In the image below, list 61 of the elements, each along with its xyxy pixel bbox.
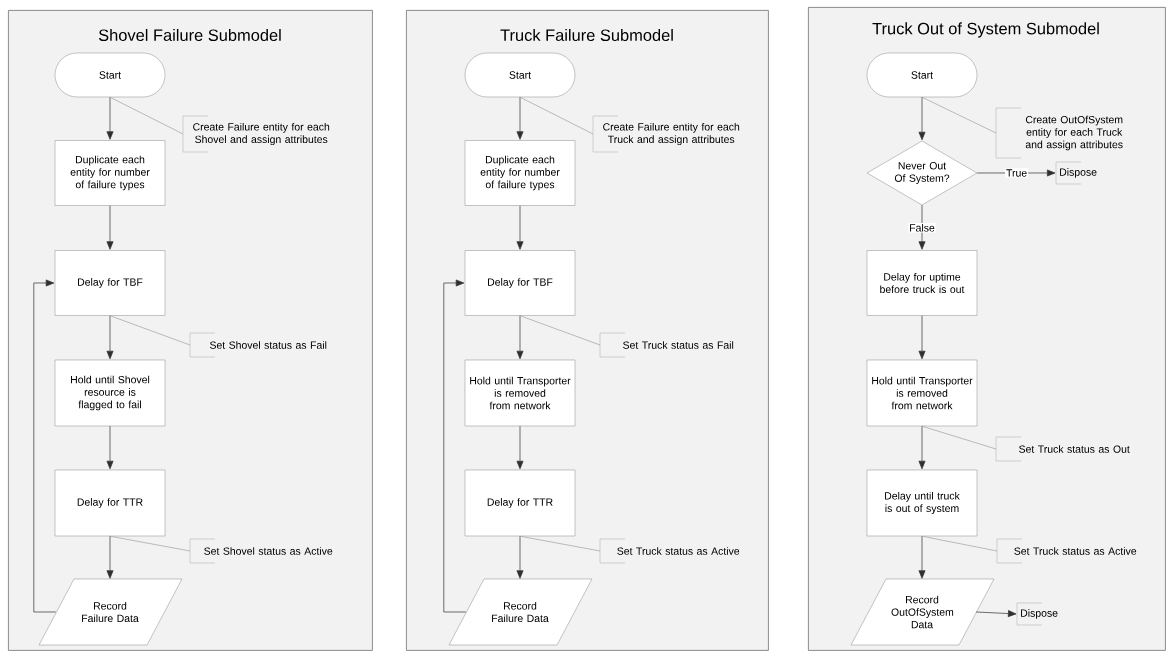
arrow [516, 205, 524, 250]
arrow [443, 279, 467, 613]
annotation-note: Set Truck status as Active [996, 538, 1137, 564]
process-box: Delay for TTR [54, 469, 166, 537]
panel-title: Truck Out of System Submodel [872, 22, 1099, 38]
panel-title: Shovel Failure Submodel [98, 28, 281, 42]
arrow [516, 315, 524, 360]
arrow [918, 96, 926, 141]
process-box: Delay for TTR [464, 469, 576, 537]
arrow [918, 315, 926, 360]
terminator: Start [54, 52, 166, 98]
arrow [106, 315, 114, 360]
process-box: Delay for uptime before truck is out [866, 250, 978, 316]
arrow [516, 96, 524, 140]
process-box: Delay until truck is out of system [866, 469, 978, 537]
leader-line [921, 425, 997, 450]
arrow [918, 425, 926, 470]
arrow [106, 96, 114, 140]
annotation-note: Set Truck status as Active [599, 538, 740, 564]
arrow [918, 535, 926, 579]
leader-line [921, 535, 998, 552]
annotation-note: Set Shovel status as Fail [189, 332, 327, 358]
arrow [975, 610, 1017, 617]
edge-label: True [1005, 168, 1029, 178]
annotation-note: Create Failure entity for each Truck and assign attributes [592, 115, 740, 153]
process-box: Hold until Transporter is removed from network [464, 359, 576, 427]
data-box: Record OutOfSystem Data [850, 578, 995, 646]
arrow [516, 535, 524, 579]
arrow [106, 535, 114, 579]
annotation-note: Set Shovel status as Active [189, 538, 333, 564]
leader-line [921, 96, 997, 134]
leader-line [519, 315, 601, 346]
terminator: Start [866, 52, 978, 98]
arrow [516, 425, 524, 470]
process-box: Hold until Shovel resource is flagged to fail [54, 359, 166, 427]
leader-line [109, 535, 191, 552]
arrow [33, 279, 57, 613]
edge-label: False [908, 222, 936, 233]
arrow [106, 425, 114, 470]
process-box: Delay for TBF [54, 250, 166, 316]
annotation-note: Create Failure entity for each Shovel and assign attributes [182, 115, 330, 153]
leader-line [519, 96, 594, 135]
arrow [106, 205, 114, 250]
process-box: Hold until Transporter is removed from network [866, 359, 978, 427]
annotation-note: Dispose [1016, 602, 1058, 626]
annotation-note: Set Truck status as Out [995, 436, 1130, 462]
panel-title: Truck Failure Submodel [500, 28, 673, 42]
annotation-note: Dispose [1055, 161, 1097, 185]
annotation-note: Set Truck status as Fail [599, 332, 734, 358]
terminator: Start [464, 52, 576, 98]
leader-line [109, 96, 184, 135]
leader-line [519, 535, 601, 552]
process-box: Duplicate each entity for number of failure types [54, 140, 166, 206]
data-box: Record Failure Data [448, 578, 593, 646]
arrow [918, 204, 926, 250]
arrow [976, 169, 1056, 177]
process-box: Delay for TBF [464, 250, 576, 316]
leader-line [109, 315, 191, 346]
data-box: Record Failure Data [38, 578, 183, 646]
process-box: Duplicate each entity for number of failure types [464, 140, 576, 206]
annotation-note: Create OutOfSystem entity for each Truck and assign attributes [995, 107, 1123, 159]
